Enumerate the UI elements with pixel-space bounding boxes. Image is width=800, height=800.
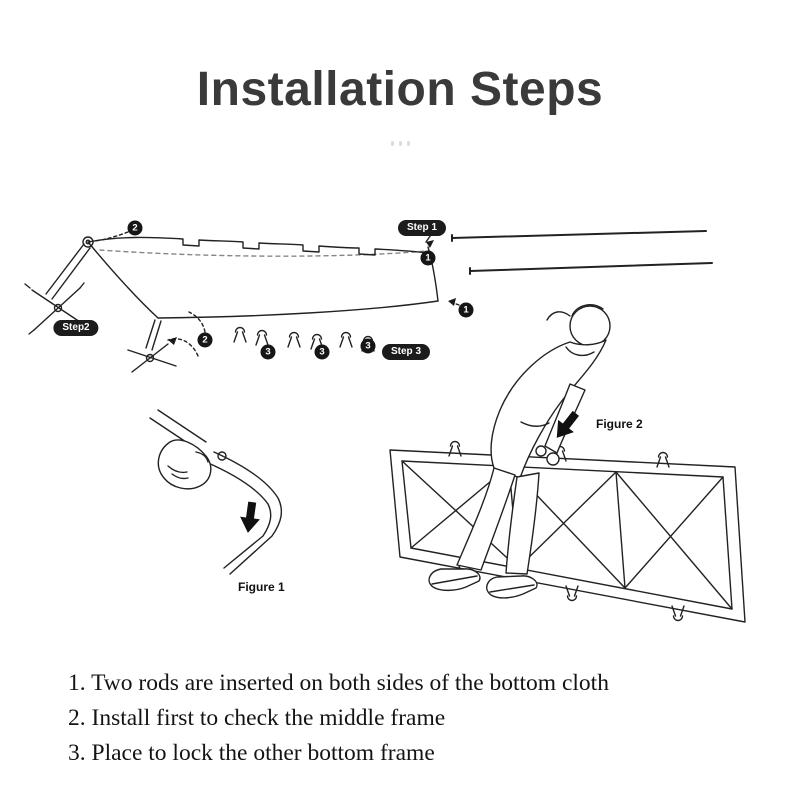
rod-lines: [451, 230, 713, 275]
figure2-drawing: [389, 304, 746, 623]
callout-1-right: 1: [458, 302, 474, 318]
instruction-line-1: 1. Two rods are inserted on both sides o…: [68, 670, 609, 696]
callout-3-b: 3: [314, 344, 330, 360]
installation-diagram: Step 1 Step2 Step 3 2 1 1 2 3 3 3 Figure…: [0, 170, 800, 650]
cot-frame-drawing: [389, 440, 746, 623]
down-left-arrow-icon: [556, 410, 580, 438]
instruction-list: 1. Two rods are inserted on both sides o…: [68, 670, 770, 775]
instruction-line-3: 3. Place to lock the other bottom frame: [68, 740, 435, 766]
step3-badge: Step 3: [381, 344, 431, 360]
instruction-line-2: 2. Install first to check the middle fra…: [68, 705, 446, 731]
callout-2-left: 2: [197, 332, 213, 348]
page-title: Installation Steps: [196, 63, 604, 116]
title-divider-dots: [0, 141, 800, 146]
figure1-drawing: [149, 409, 283, 575]
step2-badge: Step2: [53, 320, 99, 336]
callout-2-top: 2: [127, 220, 143, 236]
down-arrow-icon: [240, 501, 260, 533]
figure2-label: Figure 2: [596, 417, 643, 431]
callout-3-a: 3: [260, 344, 276, 360]
step1-badge: Step 1: [397, 220, 447, 236]
callout-3-c: 3: [360, 338, 376, 354]
installation-illustration: [24, 230, 746, 623]
figure1-label: Figure 1: [238, 580, 285, 594]
callout-1-top: 1: [420, 250, 436, 266]
person-drawing: [428, 304, 611, 599]
